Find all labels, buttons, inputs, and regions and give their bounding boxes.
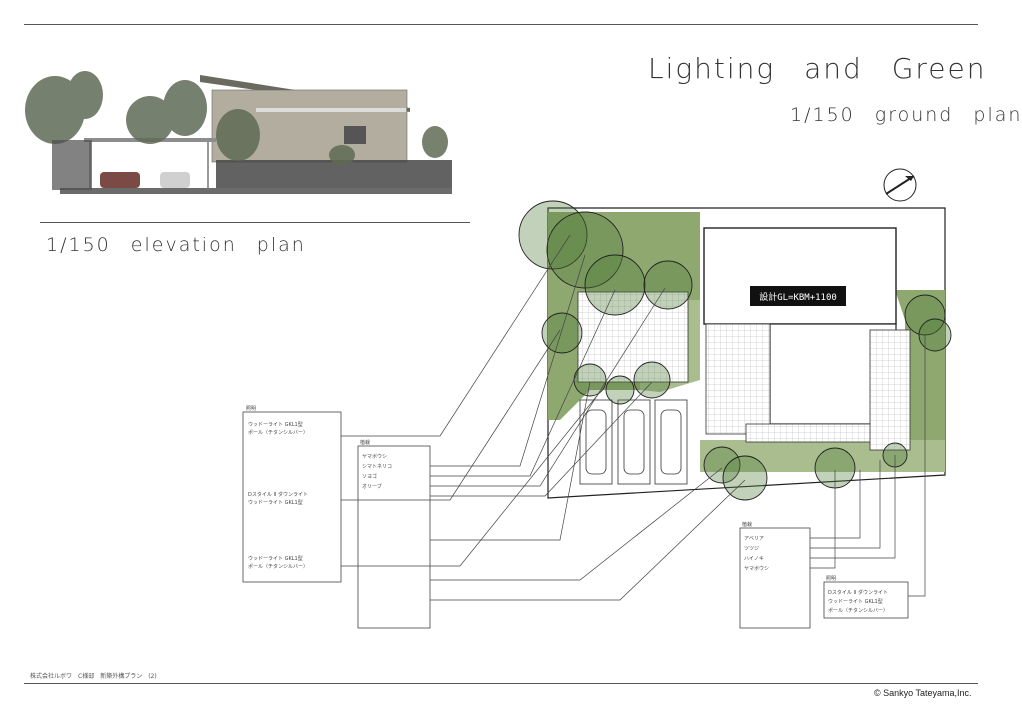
legend-box-lighting-left bbox=[242, 411, 342, 583]
legend-2-item-3: ソヨゴ bbox=[362, 473, 377, 480]
legend-3-item-3: ハイノキ bbox=[744, 556, 764, 562]
parking-bays bbox=[579, 399, 688, 485]
gl-label-box bbox=[750, 286, 846, 306]
ground-line bbox=[60, 188, 452, 194]
compass bbox=[883, 168, 917, 202]
legend-1-text: 照明 ウッドーライト GKL1型 ポール（チタンシルバー） Dスタイル II ダ… bbox=[246, 406, 308, 570]
legend-3-item-0: 植栽 bbox=[742, 521, 752, 528]
legend-2-item-0: 植栽 bbox=[360, 439, 370, 446]
ground-plan-label: 1/150 ground plan bbox=[790, 104, 1022, 126]
legend-4-item-2: ウッドーライト GKL1型 bbox=[828, 598, 883, 605]
legend-1-item-0: 照明 bbox=[246, 406, 256, 412]
legend-box-planting-right bbox=[739, 527, 811, 629]
legend-1-item-6: ポール（チタンシルバー） bbox=[248, 563, 308, 570]
gl-label: 設計GL=KBM+1100 bbox=[759, 291, 837, 303]
legend-4-item-1: Dスタイル II ダウンライト bbox=[828, 589, 888, 596]
legend-2-text: 植栽 ヤマボウシ シマトネリコ ソヨゴ オリーブ bbox=[360, 439, 392, 490]
ground-plan: 設計GL=KBM+1100 bbox=[518, 168, 952, 501]
house-footprint bbox=[703, 227, 897, 325]
legend-4-text: 照明 Dスタイル II ダウンライト ウッドーライト GKL1型 ポール（チタン… bbox=[826, 576, 888, 614]
plan-trees bbox=[518, 200, 952, 501]
legend-1-item-3: Dスタイル II ダウンライト bbox=[248, 491, 308, 498]
elevation-plan-label: 1/150 elevation plan bbox=[46, 234, 306, 256]
legend-box-planting-left bbox=[357, 445, 431, 629]
legend-3-item-2: ツツジ bbox=[744, 546, 759, 552]
main-title: Lighting and Green bbox=[648, 52, 987, 85]
approach-paving bbox=[705, 323, 771, 435]
drawing-canvas: 設計GL=KBM+1100 bbox=[25, 71, 952, 629]
top-rule bbox=[24, 24, 978, 25]
legend-2-item-2: シマトネリコ bbox=[362, 464, 392, 470]
legend-3-item-1: アベリア bbox=[744, 536, 764, 542]
car-white bbox=[160, 172, 190, 188]
legend-4-item-3: ポール（チタンシルバー） bbox=[828, 607, 888, 614]
legend-1-item-5: ウッドーライト GKL1型 bbox=[248, 555, 303, 562]
window bbox=[344, 126, 366, 144]
bottom-rule bbox=[24, 683, 978, 684]
legend-3-text: 植栽 アベリア ツツジ ハイノキ ヤマボウシ bbox=[742, 521, 769, 572]
copyright: © Sankyo Tateyama,Inc. bbox=[874, 688, 972, 698]
elevation-drawing bbox=[25, 71, 452, 194]
footer-project-label: 株式会社ルボワ C様邸 新築外構プラン (2) bbox=[30, 673, 157, 680]
elevation-rule bbox=[40, 222, 470, 223]
legend-boxes bbox=[242, 411, 909, 629]
legend-1-item-4: ウッドーライト GKL1型 bbox=[248, 499, 303, 506]
elevation-trees bbox=[25, 71, 448, 165]
legend-2-item-4: オリーブ bbox=[362, 483, 382, 490]
hedge bbox=[216, 160, 452, 188]
legend-3-item-4: ヤマボウシ bbox=[744, 565, 769, 572]
legend-4-item-0: 照明 bbox=[826, 576, 836, 582]
legend-box-lighting-right bbox=[823, 581, 909, 619]
leader-lines bbox=[341, 234, 926, 601]
legend-1-item-2: ポール（チタンシルバー） bbox=[248, 429, 308, 436]
legend-1-item-1: ウッドーライト GKL1型 bbox=[248, 421, 303, 428]
legend-2-item-1: ヤマボウシ bbox=[362, 453, 387, 460]
terrace-paving bbox=[577, 291, 689, 383]
car-red bbox=[100, 172, 140, 188]
